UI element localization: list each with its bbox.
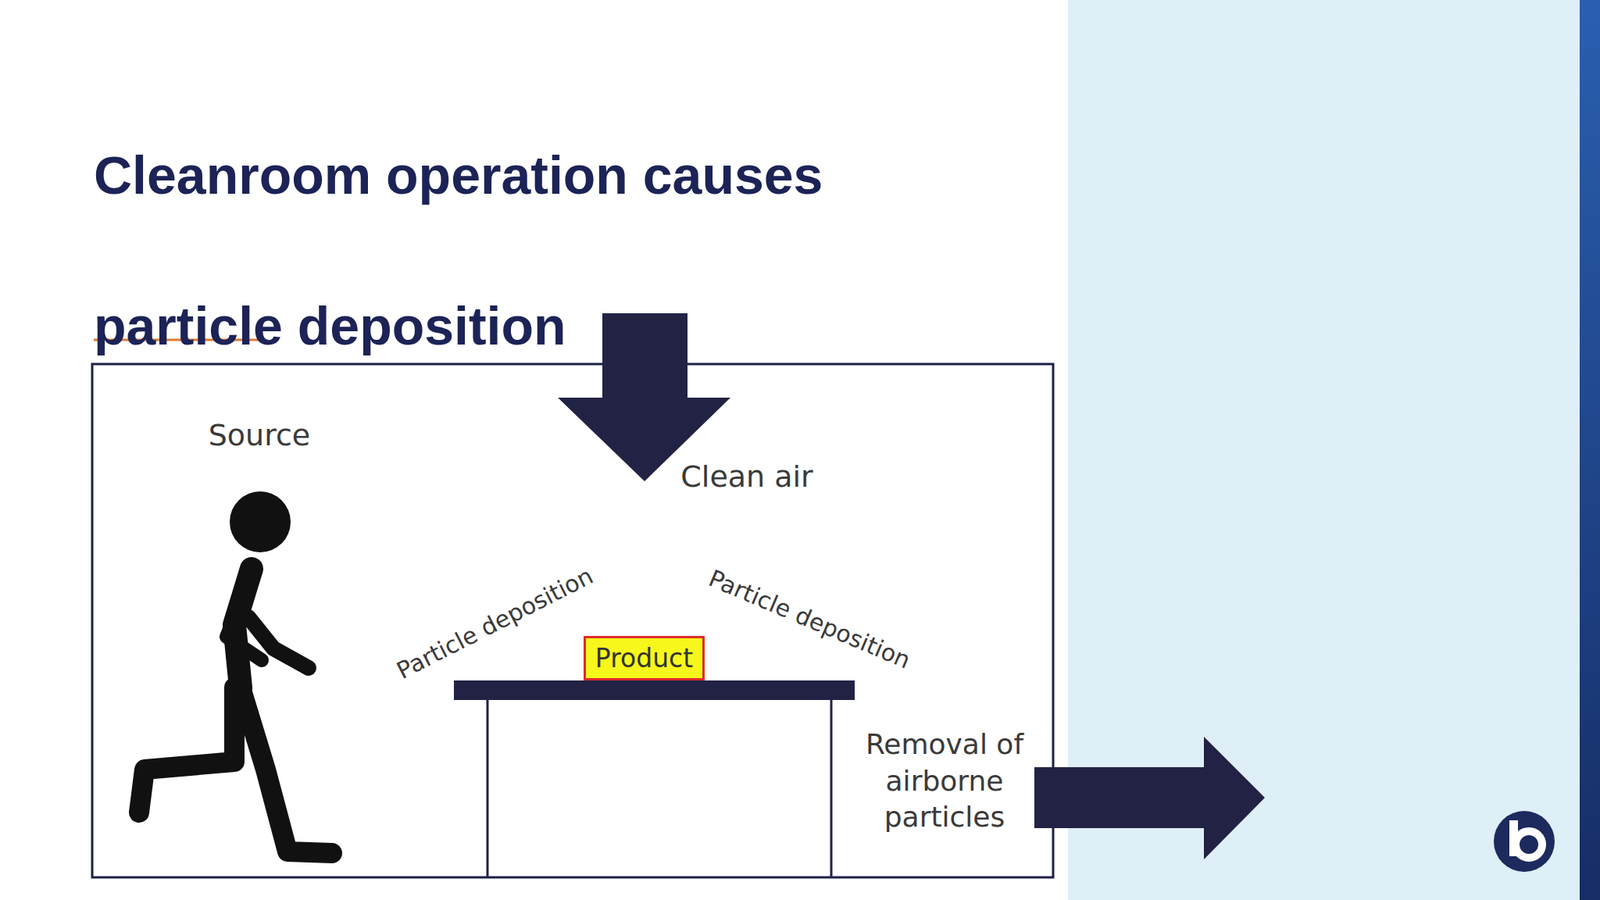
product-label: Product <box>595 642 693 674</box>
deposition-label: Particle deposition <box>704 564 915 674</box>
side-strip <box>1579 0 1600 900</box>
clean-air-label: Clean air <box>680 459 813 494</box>
table-leg <box>830 700 833 878</box>
product-box: Product <box>583 635 705 681</box>
side-panel <box>1067 0 1600 900</box>
removal-label: Removal of airborne particles <box>862 726 1027 836</box>
table-top <box>453 680 855 700</box>
source-label: Source <box>208 417 311 453</box>
deposition-label: Particle deposition <box>392 561 597 685</box>
cleanroom-frame <box>92 364 1054 878</box>
clean-air-arrow <box>557 313 731 482</box>
walking-person <box>139 491 333 854</box>
logo <box>1493 810 1555 872</box>
slide-title: Cleanroom operation causes particle depo… <box>93 100 844 402</box>
table-leg <box>486 700 490 878</box>
removal-arrow <box>1034 736 1265 860</box>
